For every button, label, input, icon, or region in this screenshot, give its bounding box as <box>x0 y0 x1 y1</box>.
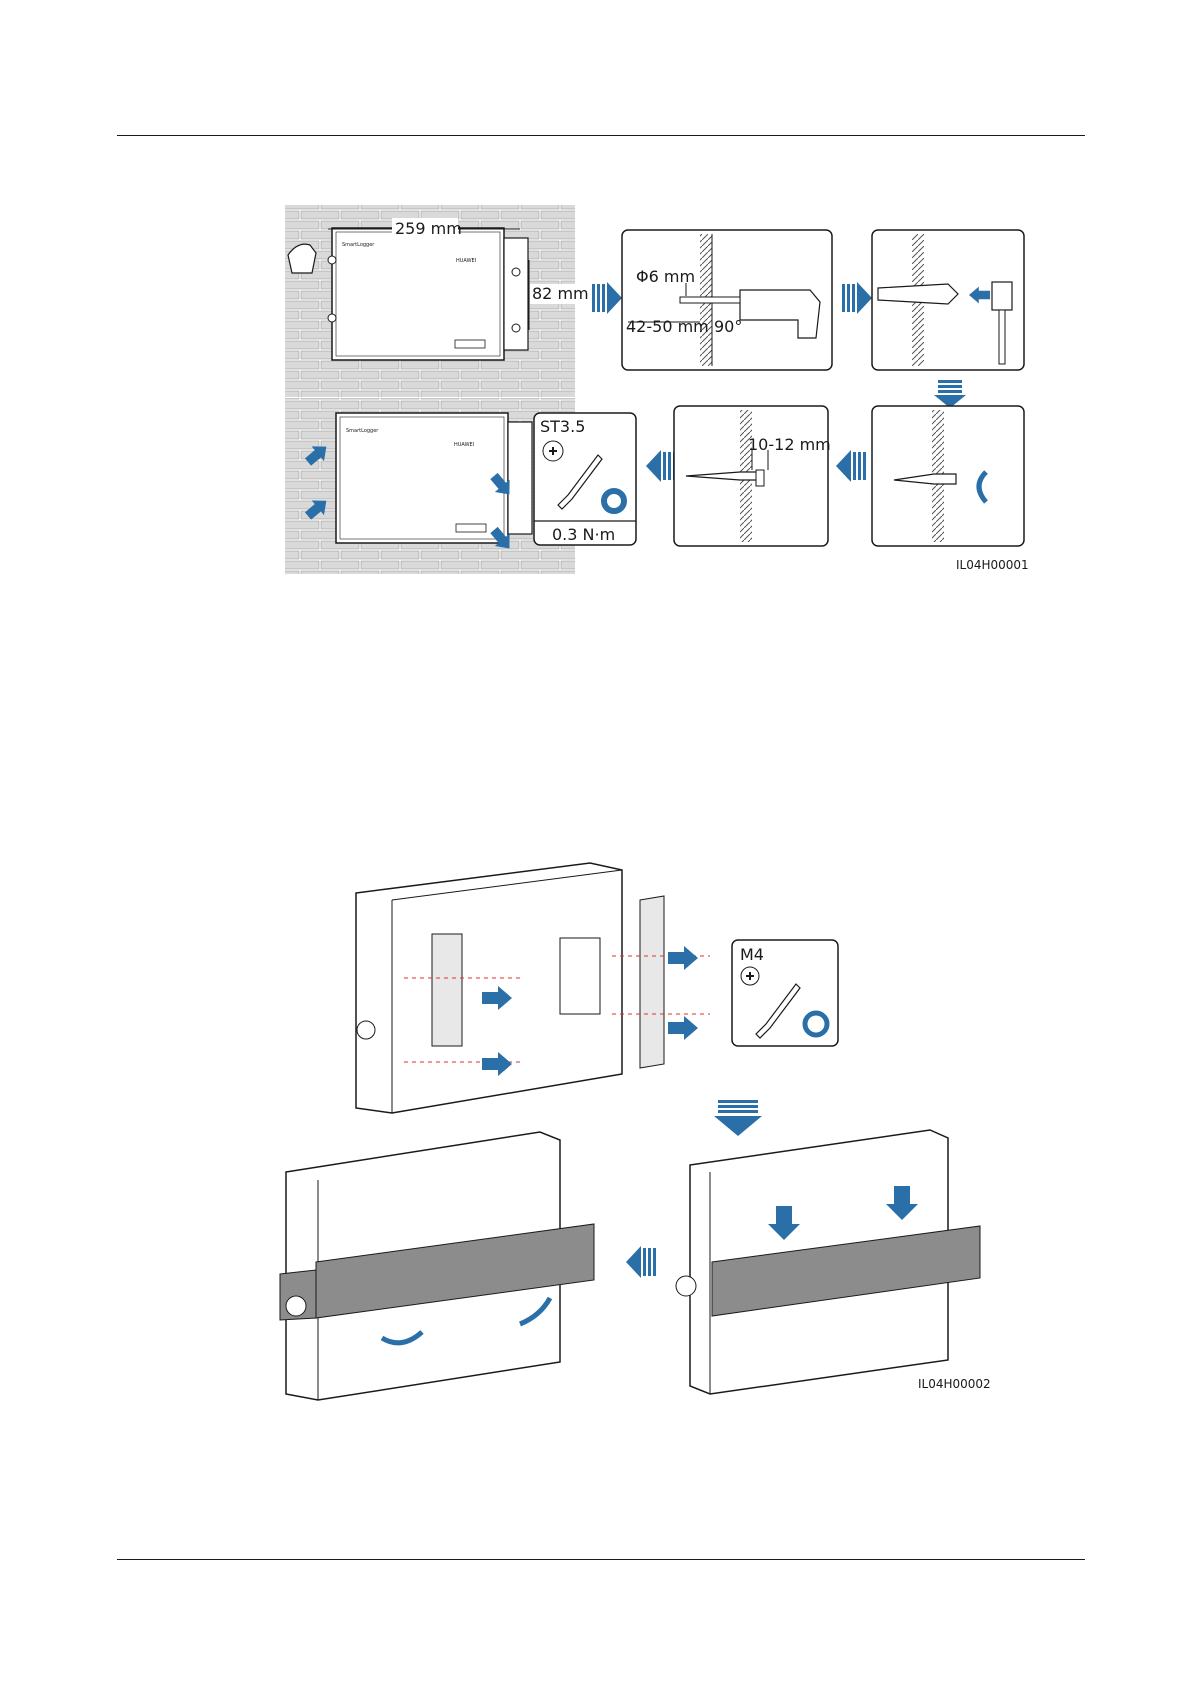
panel-screwdriver: ST3.5 0.3 N·m <box>534 413 636 545</box>
removed-bracket <box>640 896 664 1068</box>
smartlogger-back-view <box>356 863 710 1113</box>
step-arrow-3 <box>934 380 966 408</box>
mounting-bracket <box>432 934 462 1046</box>
figure2-code: IL04H00002 <box>918 1377 991 1391</box>
torque-label: 0.3 N·m <box>552 525 615 544</box>
screw-type-label: ST3.5 <box>540 417 585 436</box>
panel-remove-bolt: 10-12 mm <box>674 406 831 546</box>
panel-tighten-bolt <box>872 406 1024 546</box>
figure1-code: IL04H00001 <box>956 558 1029 572</box>
panel-drill-hole: Φ6 mm 42-50 mm 90° <box>622 230 832 370</box>
svg-text:HUAWEI: HUAWEI <box>456 258 476 264</box>
step-arrow-4 <box>836 450 866 482</box>
drill-depth-label: 42-50 mm <box>626 317 709 336</box>
smartlogger-device-top: SmartLogger HUAWEI <box>328 228 528 360</box>
svg-text:HUAWEI: HUAWEI <box>454 442 474 448</box>
step-arrow-2 <box>842 282 872 314</box>
figure-din-rail-mount: M4 <box>280 863 991 1400</box>
height-dimension-label: 82 mm <box>532 284 589 303</box>
step-arrow-5 <box>646 450 676 482</box>
expansion-bolt-icon <box>878 284 958 304</box>
step-arrow-left <box>626 1246 656 1278</box>
bolt-protrusion-label: 10-12 mm <box>748 435 831 454</box>
panel-insert-anchor <box>872 230 1024 370</box>
width-dimension-label: 259 mm <box>395 219 462 238</box>
figure-wall-mount: SmartLogger HUAWEI 259 mm 82 mm Φ6 mm 42… <box>285 205 1029 574</box>
smartlogger-on-rail-right <box>676 1130 980 1394</box>
hammer-icon <box>992 282 1012 310</box>
drill-angle-label: 90° <box>714 317 742 336</box>
svg-text:SmartLogger: SmartLogger <box>342 242 375 248</box>
panel-m4-screwdriver: M4 <box>732 940 838 1046</box>
smartlogger-on-rail-left <box>280 1132 594 1400</box>
step-arrow-1 <box>592 282 622 314</box>
smartlogger-device-bottom: SmartLogger HUAWEI <box>336 413 532 543</box>
step-arrow-down <box>714 1100 762 1136</box>
m4-screw-label: M4 <box>740 945 764 964</box>
hole-diameter-label: Φ6 mm <box>636 267 695 286</box>
din-clip <box>560 938 600 1014</box>
svg-text:SmartLogger: SmartLogger <box>346 428 379 434</box>
